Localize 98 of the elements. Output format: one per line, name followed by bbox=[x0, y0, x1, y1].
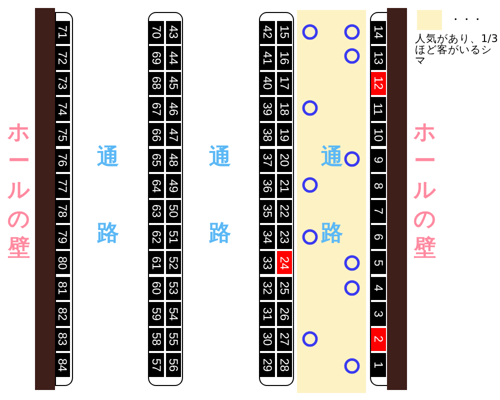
machine-number: 31 bbox=[260, 302, 274, 326]
machine-number: 71 bbox=[56, 20, 70, 44]
machine-number: 22 bbox=[277, 200, 292, 224]
machine-number: 39 bbox=[260, 97, 274, 121]
machine-number: 84 bbox=[56, 353, 70, 377]
machine-number: 19 bbox=[277, 122, 292, 146]
machine-number: 66 bbox=[149, 122, 164, 146]
machine-number: 50 bbox=[166, 200, 180, 224]
machine-number: 55 bbox=[166, 328, 180, 352]
machine-number: 74 bbox=[56, 97, 70, 121]
machine-number: 14 bbox=[371, 20, 386, 44]
machine-number: 80 bbox=[56, 250, 70, 274]
machine-number: 77 bbox=[56, 174, 70, 198]
machine-number: 29 bbox=[260, 353, 274, 377]
machine-number: 49 bbox=[166, 174, 180, 198]
legend-text: ・・・ bbox=[450, 12, 483, 28]
machine-number: 45 bbox=[166, 72, 180, 96]
machine-number: 4 bbox=[371, 276, 386, 300]
highlighted-aisle bbox=[297, 10, 366, 393]
machine-number: 69 bbox=[149, 46, 164, 70]
machine-number: 12 bbox=[371, 72, 386, 96]
legend-note: 人気があり、1/3ほど客がいるシマ bbox=[415, 34, 499, 67]
machine-number: 67 bbox=[149, 97, 164, 121]
machine-number: 9 bbox=[371, 148, 386, 172]
machine-island bbox=[259, 12, 294, 386]
machine-number: 70 bbox=[149, 20, 164, 44]
machine-number: 57 bbox=[149, 353, 164, 377]
machine-number: 32 bbox=[260, 276, 274, 300]
wall-label: ホールの壁 bbox=[7, 119, 31, 263]
machine-number: 24 bbox=[277, 250, 292, 274]
machine-number: 47 bbox=[166, 122, 180, 146]
machine-island bbox=[55, 12, 73, 386]
aisle-label: 通路 bbox=[208, 144, 232, 248]
machine-number: 36 bbox=[260, 174, 274, 198]
machine-number: 53 bbox=[166, 276, 180, 300]
machine-number: 7 bbox=[371, 200, 386, 224]
machine-number: 37 bbox=[260, 148, 274, 172]
machine-number: 60 bbox=[149, 276, 164, 300]
machine-number: 25 bbox=[277, 276, 292, 300]
aisle-label: 通路 bbox=[96, 144, 120, 248]
machine-number: 42 bbox=[260, 20, 274, 44]
machine-number: 46 bbox=[166, 97, 180, 121]
machine-number: 65 bbox=[149, 148, 164, 172]
machine-number: 82 bbox=[56, 302, 70, 326]
machine-number: 61 bbox=[149, 250, 164, 274]
machine-number: 16 bbox=[277, 46, 292, 70]
machine-number: 34 bbox=[260, 225, 274, 249]
machine-number: 43 bbox=[166, 20, 180, 44]
machine-number: 83 bbox=[56, 328, 70, 352]
machine-number: 56 bbox=[166, 353, 180, 377]
machine-number: 8 bbox=[371, 174, 386, 198]
machine-number: 15 bbox=[277, 20, 292, 44]
hall-wall bbox=[387, 8, 407, 390]
machine-number: 76 bbox=[56, 148, 70, 172]
machine-island bbox=[148, 12, 183, 386]
machine-number: 59 bbox=[149, 302, 164, 326]
machine-number: 72 bbox=[56, 46, 70, 70]
machine-number: 78 bbox=[56, 200, 70, 224]
machine-number: 5 bbox=[371, 250, 386, 274]
machine-number: 48 bbox=[166, 148, 180, 172]
machine-number: 11 bbox=[371, 97, 386, 121]
machine-number: 38 bbox=[260, 122, 274, 146]
machine-number: 44 bbox=[166, 46, 180, 70]
machine-number: 23 bbox=[277, 225, 292, 249]
machine-number: 27 bbox=[277, 328, 292, 352]
machine-number: 26 bbox=[277, 302, 292, 326]
machine-number: 75 bbox=[56, 122, 70, 146]
machine-number: 64 bbox=[149, 174, 164, 198]
hall-wall bbox=[35, 8, 55, 390]
machine-number: 28 bbox=[277, 353, 292, 377]
machine-number: 54 bbox=[166, 302, 180, 326]
machine-number: 35 bbox=[260, 200, 274, 224]
machine-number: 73 bbox=[56, 72, 70, 96]
machine-number: 68 bbox=[149, 72, 164, 96]
machine-number: 41 bbox=[260, 46, 274, 70]
machine-number: 40 bbox=[260, 72, 274, 96]
machine-number: 6 bbox=[371, 225, 386, 249]
machine-number: 63 bbox=[149, 200, 164, 224]
machine-number: 13 bbox=[371, 46, 386, 70]
machine-number: 33 bbox=[260, 250, 274, 274]
machine-number: 30 bbox=[260, 328, 274, 352]
machine-number: 21 bbox=[277, 174, 292, 198]
machine-island bbox=[370, 12, 388, 386]
machine-number: 1 bbox=[371, 353, 386, 377]
machine-number: 18 bbox=[277, 97, 292, 121]
machine-number: 17 bbox=[277, 72, 292, 96]
wall-label: ホールの壁 bbox=[413, 119, 437, 263]
machine-number: 79 bbox=[56, 225, 70, 249]
machine-number: 3 bbox=[371, 302, 386, 326]
machine-number: 52 bbox=[166, 250, 180, 274]
machine-number: 81 bbox=[56, 276, 70, 300]
machine-number: 58 bbox=[149, 328, 164, 352]
machine-number: 51 bbox=[166, 225, 180, 249]
machine-number: 10 bbox=[371, 122, 386, 146]
machine-number: 62 bbox=[149, 225, 164, 249]
aisle-label: 通路 bbox=[320, 144, 344, 248]
machine-number: 20 bbox=[277, 148, 292, 172]
machine-number: 2 bbox=[371, 328, 386, 352]
